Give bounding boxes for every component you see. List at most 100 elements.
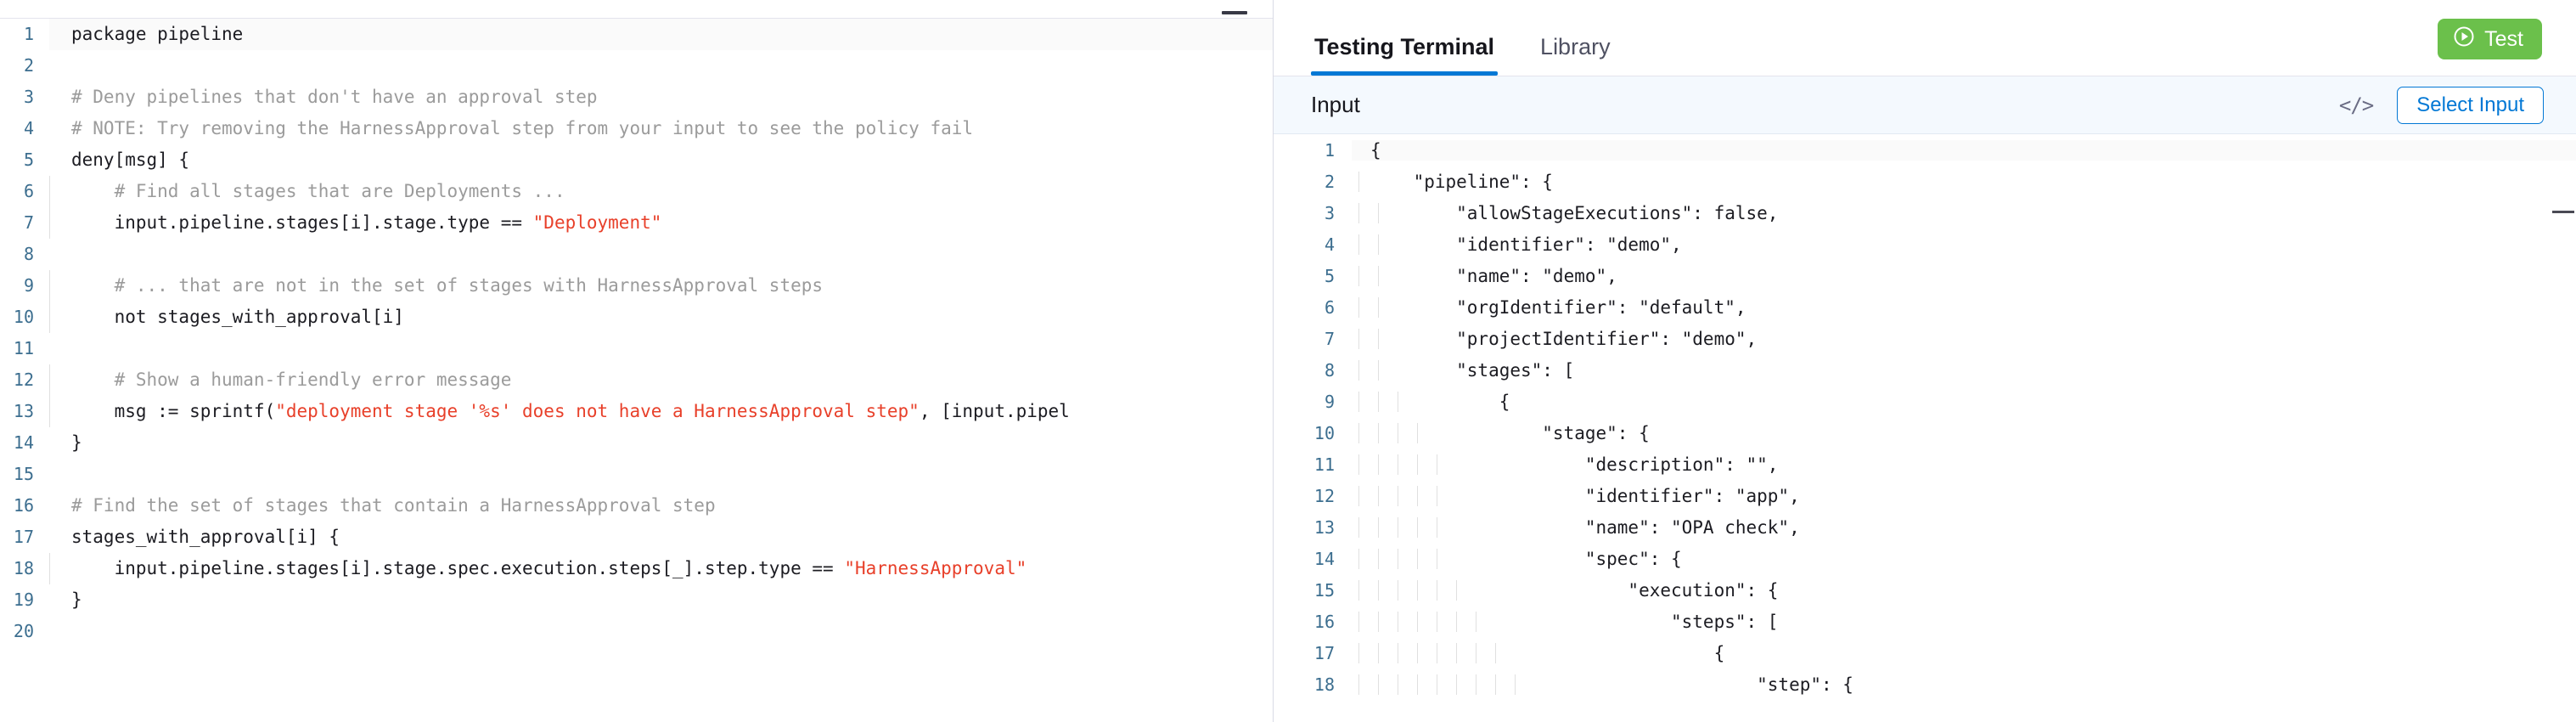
indent-guide bbox=[49, 364, 50, 396]
code-line[interactable]: 8 bbox=[0, 239, 1273, 270]
code-line[interactable]: 3# Deny pipelines that don't have an app… bbox=[0, 82, 1273, 113]
json-line[interactable]: 12 "identifier": "app", bbox=[1274, 480, 2576, 511]
code-line[interactable]: 7 input.pipeline.stages[i].stage.type ==… bbox=[0, 207, 1273, 239]
json-line[interactable]: 3 "allowStageExecutions": false, bbox=[1274, 197, 2576, 228]
code-line[interactable]: 10 not stages_with_approval[i] bbox=[0, 302, 1273, 333]
line-number: 15 bbox=[1313, 579, 1335, 601]
code-line[interactable]: 11 bbox=[0, 333, 1273, 364]
code-line[interactable]: 15 bbox=[0, 459, 1273, 490]
code-line[interactable]: 16 # Find the set of stages that contain … bbox=[0, 490, 1273, 522]
test-button[interactable]: Test bbox=[2438, 19, 2542, 59]
json-line[interactable]: 16 "steps": [ bbox=[1274, 606, 2576, 637]
line-number: 18 bbox=[1313, 674, 1335, 695]
json-line[interactable]: 13 "name": "OPA check", bbox=[1274, 511, 2576, 543]
input-json-area[interactable]: 1{2 "pipeline": {3 "allowStageExecutions… bbox=[1274, 134, 2576, 722]
json-line[interactable]: 5 "name": "demo", bbox=[1274, 260, 2576, 291]
line-number: 13 bbox=[1313, 516, 1335, 538]
indent-guide bbox=[1378, 234, 1379, 255]
json-line[interactable]: 7 "projectIdentifier": "demo", bbox=[1274, 323, 2576, 354]
indent-guide bbox=[1358, 422, 1359, 443]
json-token: "steps": [ bbox=[1370, 611, 1779, 632]
indent-guide bbox=[1358, 485, 1359, 506]
indent-guide bbox=[1378, 579, 1379, 601]
indent-guide bbox=[1495, 642, 1496, 663]
code-line[interactable]: 9 # ... that are not in the set of stage… bbox=[0, 270, 1273, 302]
indent-guide bbox=[1358, 265, 1359, 286]
code-line[interactable]: 19} bbox=[0, 584, 1273, 616]
code-line-text: not stages_with_approval[i] bbox=[49, 302, 1273, 333]
line-number: 13 bbox=[13, 401, 34, 421]
line-number: 18 bbox=[13, 558, 34, 578]
code-token-plain: stages_with_approval[i] { bbox=[71, 527, 340, 547]
code-line[interactable]: 20 bbox=[0, 616, 1273, 647]
json-line-text: { bbox=[1352, 391, 2576, 412]
json-line[interactable]: 2 "pipeline": { bbox=[1274, 166, 2576, 197]
code-token-comment: # Deny pipelines that don't have an appr… bbox=[71, 87, 598, 107]
tab-library[interactable]: Library bbox=[1537, 34, 1614, 76]
code-line-text: input.pipeline.stages[i].stage.spec.exec… bbox=[49, 553, 1273, 584]
indent-guide bbox=[1417, 548, 1418, 569]
code-line[interactable]: 2 bbox=[0, 50, 1273, 82]
json-line[interactable]: 11 "description": "", bbox=[1274, 448, 2576, 480]
json-line[interactable]: 15 "execution": { bbox=[1274, 574, 2576, 606]
indent-guide bbox=[1417, 674, 1418, 695]
minimize-icon[interactable] bbox=[1222, 11, 1247, 14]
json-token: { bbox=[1370, 642, 1725, 663]
indent-guide bbox=[1358, 359, 1359, 381]
json-line[interactable]: 18 "step": { bbox=[1274, 668, 2576, 700]
code-token-comment: # Find the set of stages that contain a … bbox=[71, 495, 716, 516]
code-line[interactable]: 6 # Find all stages that are Deployments… bbox=[0, 176, 1273, 207]
json-line-text: "name": "demo", bbox=[1352, 265, 2576, 286]
code-line[interactable]: 18 input.pipeline.stages[i].stage.spec.e… bbox=[0, 553, 1273, 584]
indent-guide bbox=[1456, 611, 1457, 632]
json-line-text: "projectIdentifier": "demo", bbox=[1352, 328, 2576, 349]
line-number: 10 bbox=[13, 307, 34, 327]
tab-testing-terminal[interactable]: Testing Terminal bbox=[1311, 34, 1499, 76]
code-line[interactable]: 14} bbox=[0, 427, 1273, 459]
indent-guide bbox=[1378, 328, 1379, 349]
json-token: "name": "demo", bbox=[1370, 265, 1617, 286]
json-line[interactable]: 6 "orgIdentifier": "default", bbox=[1274, 291, 2576, 323]
code-token-plain: , [input.pipel bbox=[919, 401, 1070, 421]
indent-guide bbox=[49, 553, 50, 584]
json-token: "spec": { bbox=[1370, 548, 1682, 569]
code-line-text: } bbox=[49, 427, 1273, 459]
scroll-indicator[interactable] bbox=[2552, 211, 2574, 213]
code-view-icon[interactable]: </> bbox=[2338, 93, 2374, 117]
json-line[interactable]: 14 "spec": { bbox=[1274, 543, 2576, 574]
indent-guide bbox=[49, 176, 50, 207]
code-line-text: # Find the set of stages that contain a … bbox=[49, 490, 1273, 522]
code-line[interactable]: 12 # Show a human-friendly error message bbox=[0, 364, 1273, 396]
code-line[interactable]: 13 msg := sprintf("deployment stage '%s'… bbox=[0, 396, 1273, 427]
indent-guide bbox=[1358, 391, 1359, 412]
select-input-button[interactable]: Select Input bbox=[2397, 86, 2544, 124]
json-line[interactable]: 1{ bbox=[1274, 134, 2576, 166]
json-line[interactable]: 10 "stage": { bbox=[1274, 417, 2576, 448]
json-line[interactable]: 8 "stages": [ bbox=[1274, 354, 2576, 386]
json-token: "stage": { bbox=[1370, 422, 1650, 443]
json-line[interactable]: 4 "identifier": "demo", bbox=[1274, 228, 2576, 260]
indent-guide bbox=[1358, 674, 1359, 695]
line-number: 4 bbox=[1324, 234, 1335, 255]
json-line-text: "name": "OPA check", bbox=[1352, 516, 2576, 538]
indent-guide bbox=[49, 270, 50, 302]
indent-guide bbox=[1358, 611, 1359, 632]
line-number: 16 bbox=[13, 495, 34, 516]
json-token: "name": "OPA check", bbox=[1370, 516, 1800, 538]
indent-guide bbox=[1378, 391, 1379, 412]
json-line[interactable]: 17 { bbox=[1274, 637, 2576, 668]
indent-guide bbox=[1495, 674, 1496, 695]
indent-guide bbox=[1378, 296, 1379, 318]
json-line[interactable]: 9 { bbox=[1274, 386, 2576, 417]
indent-guide bbox=[1358, 202, 1359, 223]
code-token-plain: input.pipeline.stages[i].stage.spec.exec… bbox=[71, 558, 845, 578]
code-line-text: stages_with_approval[i] { bbox=[49, 522, 1273, 553]
code-line[interactable]: 4# NOTE: Try removing the HarnessApprova… bbox=[0, 113, 1273, 144]
line-number: 14 bbox=[13, 432, 34, 453]
indent-guide bbox=[1417, 579, 1418, 601]
line-number: 11 bbox=[13, 338, 34, 358]
